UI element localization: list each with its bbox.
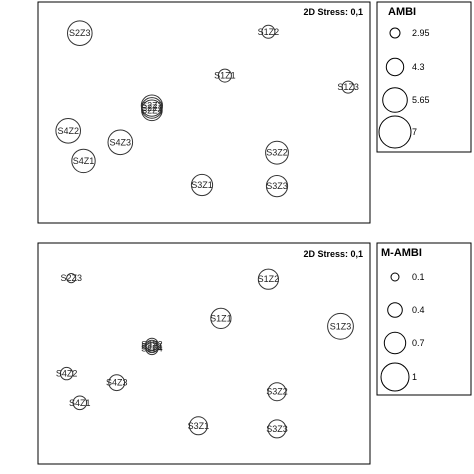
ambi-legend-circle-1	[385, 57, 405, 77]
ambi-point-s2z3	[67, 20, 93, 47]
ambi-legend-circle-2	[382, 87, 408, 113]
ambi-point-s1z3	[341, 80, 355, 94]
ambi-point-label-s2z1: S2Z1	[141, 103, 163, 113]
ambi-point-label-s1z2: S1Z2	[258, 27, 280, 37]
mambi-point-s4z3	[108, 374, 126, 392]
mambi-stress-label: 2D Stress: 0,1	[303, 249, 363, 259]
mambi-point-label-s4z2: S4Z2	[56, 369, 78, 379]
mambi-point-s3z3	[267, 419, 287, 439]
mambi-point-label-s2z4: S2Z4	[141, 343, 163, 353]
mambi-legend-label-1: 0.4	[412, 305, 425, 315]
ambi-point-s4z2	[55, 118, 81, 144]
mambi-legend-frame	[376, 242, 472, 396]
mambi-point-s2z3	[66, 273, 77, 284]
mambi-point-label-s2z1: S2Z1	[141, 341, 163, 351]
mambi-point-s1z2	[257, 268, 279, 290]
ambi-points: S2Z3 S1Z2S1Z1S1Z3S2Z2S2Z1S2Z4S4Z2S4Z3S3Z2…	[55, 20, 359, 198]
mambi-point-s2z4	[145, 341, 159, 356]
ambi-legend-items: 2.95 4.3 5.65 7	[378, 27, 430, 149]
ambi-point-label-s2z2: S2Z2	[141, 101, 163, 111]
ambi-point-s4z1	[71, 148, 96, 174]
mambi-point-s4z1	[72, 395, 88, 411]
ambi-point-s4z3	[107, 129, 134, 156]
ambi-point-s3z1	[190, 173, 214, 197]
ambi-stress-label: 2D Stress: 0,1	[303, 7, 363, 17]
ambi-point-label-s2z4: S2Z4	[141, 105, 163, 115]
ambi-point-label-s1z1: S1Z1	[214, 71, 236, 81]
mambi-point-label-s1z2: S1Z2	[258, 274, 280, 284]
ambi-point-s2z4	[141, 99, 163, 122]
mambi-point-s4z2	[59, 366, 74, 381]
ambi-point-s3z2	[265, 140, 289, 165]
mambi-point-s1z1	[210, 307, 232, 329]
mambi-point-s1z3	[327, 312, 354, 340]
ambi-point-s3z3	[265, 175, 289, 198]
ambi-point-s2z2	[140, 94, 163, 117]
ambi-legend-label-3: 7	[412, 127, 417, 137]
ambi-legend-label-1: 4.3	[412, 62, 425, 72]
ambi-point-label-s3z1: S3Z1	[191, 180, 213, 190]
ambi-point-label-s3z3: S3Z3	[266, 181, 288, 191]
mambi-legend-circle-3	[380, 362, 410, 392]
mambi-point-label-s1z1: S1Z1	[210, 313, 232, 323]
mambi-point-s3z1	[188, 416, 208, 436]
mambi-point-label-s1z3: S1Z3	[330, 321, 352, 331]
mambi-point-label-s3z2: S3Z2	[266, 387, 288, 397]
ambi-point-label-s2z3: S2Z3	[69, 28, 91, 38]
ambi-legend-label-2: 5.65	[412, 95, 430, 105]
ambi-point-label-s3z2: S3Z2	[266, 148, 288, 158]
mambi-point-label-s3z3: S3Z3	[266, 424, 288, 434]
ambi-point-s1z1	[217, 68, 232, 83]
ambi-legend-title: AMBI	[388, 6, 416, 18]
ambi-point-label-s4z2: S4Z2	[57, 126, 79, 136]
ambi-point-label-s1z3: S1Z3	[337, 82, 359, 92]
mambi-legend-circle-1	[387, 302, 403, 318]
mambi-legend-label-3: 1	[412, 372, 417, 382]
mambi-legend-circle-0	[390, 272, 400, 282]
mambi-point-label-s2z2: S2Z2	[141, 339, 163, 349]
mambi-legend-label-2: 0.7	[412, 338, 425, 348]
ambi-plot-frame	[37, 1, 371, 224]
mambi-legend-title: M-AMBI	[381, 247, 422, 259]
ambi-legend-circle-3	[378, 115, 412, 149]
mambi-point-label-s4z3: S4Z3	[106, 378, 128, 388]
mambi-legend-circle-2	[383, 331, 407, 355]
mambi-point-label-s4z1: S4Z1	[69, 398, 91, 408]
mambi-plot-frame	[37, 242, 371, 465]
ambi-legend-label-0: 2.95	[412, 28, 430, 38]
ambi-legend-frame	[376, 1, 472, 153]
ambi-legend-circle-0	[389, 27, 401, 39]
mambi-points: S2Z3 S1Z2S1Z1S1Z3S2Z2S2Z1S2Z4S4Z2S4Z3S3Z2…	[56, 268, 354, 439]
mambi-legend-label-0: 0.1	[412, 272, 425, 282]
mambi-point-s3z2	[267, 382, 287, 402]
ambi-point-label-s4z3: S4Z3	[110, 137, 132, 147]
mambi-point-label-s2z3: S2Z3	[60, 273, 82, 283]
mambi-point-label-s3z1: S3Z1	[188, 421, 210, 431]
ambi-point-s1z2	[261, 24, 276, 39]
ambi-point-label-s4z1: S4Z1	[73, 156, 95, 166]
mambi-legend-items: 0.1 0.4 0.7 1	[380, 272, 425, 392]
